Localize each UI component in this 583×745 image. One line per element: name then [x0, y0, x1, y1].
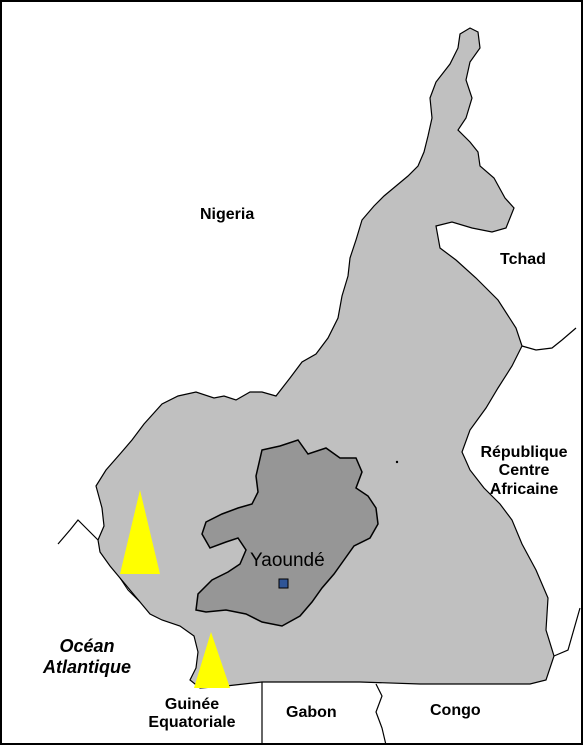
- label-nigeria: Nigeria: [200, 206, 255, 223]
- label-ocean-line2: Atlantique: [43, 656, 131, 677]
- border-rca-congo: [553, 607, 581, 657]
- label-guinee-line2: Equatoriale: [148, 714, 236, 732]
- border-gabon-congo: [375, 683, 387, 745]
- label-guinee-line1: Guinée: [164, 696, 220, 713]
- coast-west: [57, 519, 99, 545]
- label-rca: République Centre Africaine: [465, 444, 583, 499]
- label-congo: Congo: [430, 702, 481, 719]
- border-tchad-rca: [521, 327, 577, 351]
- triangle-marker-west: [120, 490, 160, 574]
- label-rca-line1: République: [480, 444, 568, 461]
- label-tchad: Tchad: [500, 251, 546, 268]
- capital-marker: [278, 578, 289, 589]
- label-rca-line2: Centre: [498, 462, 550, 480]
- centre-region-shape: [195, 439, 379, 627]
- label-gabon: Gabon: [286, 704, 337, 721]
- label-ocean: Océan Atlantique: [28, 636, 146, 677]
- cameroon-country-shape: [95, 27, 555, 689]
- triangle-marker-south: [194, 632, 230, 688]
- label-rca-line3: Africaine: [489, 480, 559, 498]
- label-capital-yaounde: Yaoundé: [250, 550, 325, 571]
- map-dot: [395, 460, 399, 464]
- coast-southwest: [119, 577, 141, 603]
- label-ocean-line1: Océan: [59, 636, 115, 656]
- label-guinee: Guinée Equatoriale: [132, 696, 252, 733]
